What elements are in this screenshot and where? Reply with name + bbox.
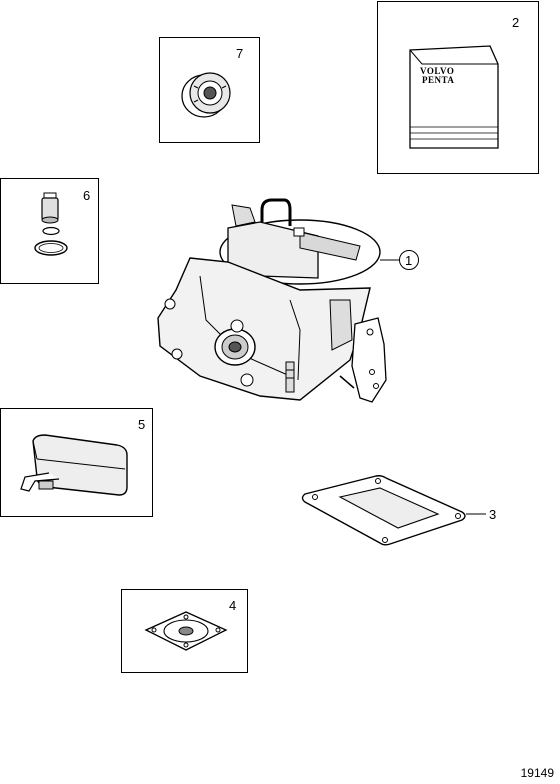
part-5-number: 5 [138, 417, 146, 432]
part-2-number: 2 [512, 15, 520, 30]
part-4-box: 4 [121, 589, 248, 673]
part-4-drawing [144, 611, 228, 651]
part-7-number: 7 [236, 46, 244, 61]
part-5-drawing [20, 434, 128, 496]
book-title-line-2: PENTA [422, 75, 455, 85]
part-1-number: 1 [405, 253, 413, 268]
part-6-box: 6 [0, 178, 99, 284]
book-title-line-1: VOLVO [420, 66, 455, 76]
part-6-number: 6 [83, 188, 91, 203]
part-7-drawing [181, 72, 231, 118]
manual-book-drawing [409, 45, 499, 149]
part-2-box: 2 VOLVO PENTA [377, 1, 539, 174]
part-4-number: 4 [229, 598, 237, 613]
figure-code: 19149 [520, 766, 554, 780]
part-5-box: 5 [0, 408, 153, 517]
part-7-box: 7 [159, 37, 260, 143]
part-3-number: 3 [489, 507, 497, 522]
part-6-drawing [34, 192, 68, 256]
